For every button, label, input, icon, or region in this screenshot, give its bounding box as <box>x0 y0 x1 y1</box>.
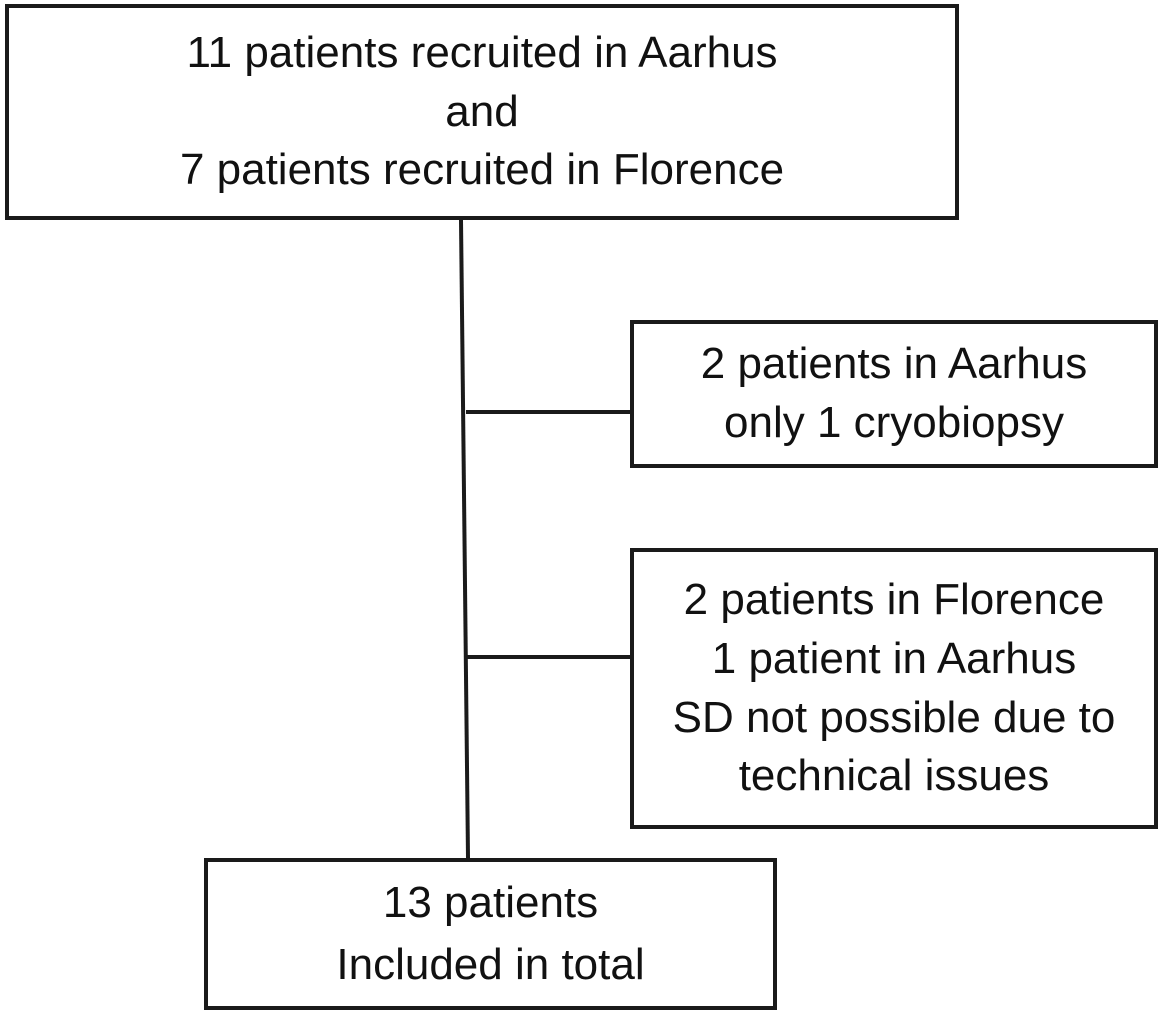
recruitment-line: 7 patients recruited in Florence <box>179 145 785 195</box>
exclusion-line: 2 patients in Aarhus <box>700 339 1088 389</box>
included-line: Included in total <box>336 940 645 989</box>
exclusion-line: only 1 cryobiopsy <box>724 398 1064 447</box>
exclusion-line: 1 patient in Aarhus <box>711 633 1077 683</box>
exclusion-box-cryobiopsy: 2 patients in Aarhus only 1 cryobiopsy <box>630 320 1158 468</box>
recruitment-box: 11 patients recruited in Aarhus and 7 pa… <box>5 4 959 220</box>
exclusion-line: 2 patients in Florence <box>683 574 1105 624</box>
exclusion-line: SD not possible due to <box>672 692 1116 742</box>
recruitment-line: 11 patients recruited in Aarhus <box>186 27 778 77</box>
exclusion-box-technical: 2 patients in Florence 1 patient in Aarh… <box>630 548 1158 829</box>
main-vertical-connector <box>459 219 470 859</box>
exclusion-line: technical issues <box>738 751 1050 801</box>
included-box: 13 patients Included in total <box>204 858 777 1010</box>
recruitment-line: and <box>445 86 519 136</box>
included-line: 13 patients <box>382 877 599 927</box>
